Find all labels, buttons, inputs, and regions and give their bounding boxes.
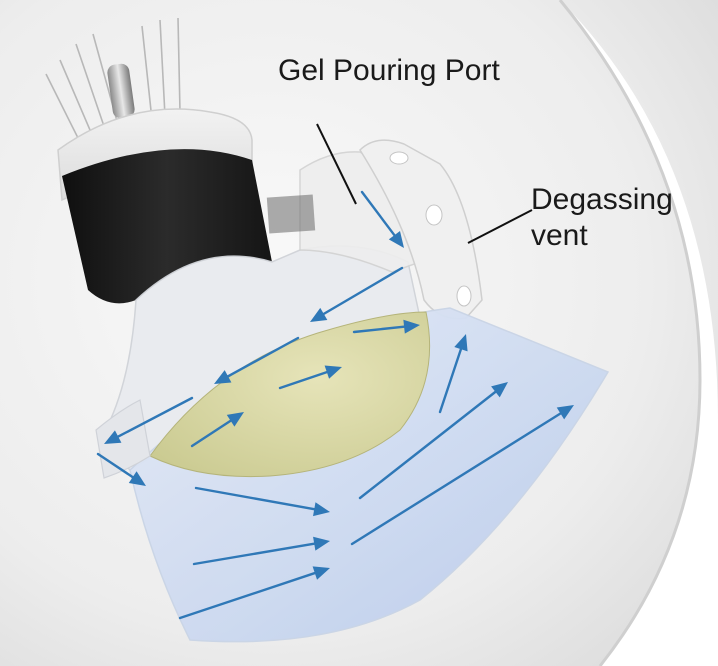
vent-hole-3 — [456, 285, 472, 307]
flow-arrow-4 — [104, 396, 194, 444]
flow-arrow-8 — [178, 566, 330, 620]
degassing-vent-label: Degassing vent — [531, 183, 673, 252]
flow-arrow-13 — [358, 382, 508, 500]
port-inner-shadow — [266, 194, 316, 234]
vent-bracket — [359, 139, 483, 320]
flow-arrow-9 — [352, 319, 420, 334]
vent-hole-1 — [389, 151, 409, 165]
flow-arrow-3 — [214, 336, 300, 384]
flow-arrow-5 — [96, 452, 146, 486]
center-pin — [107, 63, 135, 119]
enclosure-edge — [558, 0, 702, 666]
flow-arrow-14 — [350, 405, 574, 546]
cone-rim — [95, 399, 151, 479]
gel-port-leader-line — [316, 123, 357, 205]
flow-arrow-12 — [438, 334, 468, 414]
gel-pouring-port-label: Gel Pouring Port — [278, 54, 500, 87]
flow-arrow-2 — [310, 266, 404, 322]
black-housing — [62, 149, 272, 304]
flow-arrows — [96, 190, 574, 620]
flow-arrow-7 — [192, 536, 330, 566]
flow-arrow-11 — [190, 412, 244, 448]
vent-leader-line — [467, 209, 533, 244]
flow-arrow-10 — [278, 365, 342, 390]
enclosure-rim-highlight — [560, 0, 718, 666]
flow-arrow-1 — [360, 190, 404, 248]
flow-arrow-6 — [194, 486, 330, 517]
vent-hole-2 — [425, 204, 443, 226]
